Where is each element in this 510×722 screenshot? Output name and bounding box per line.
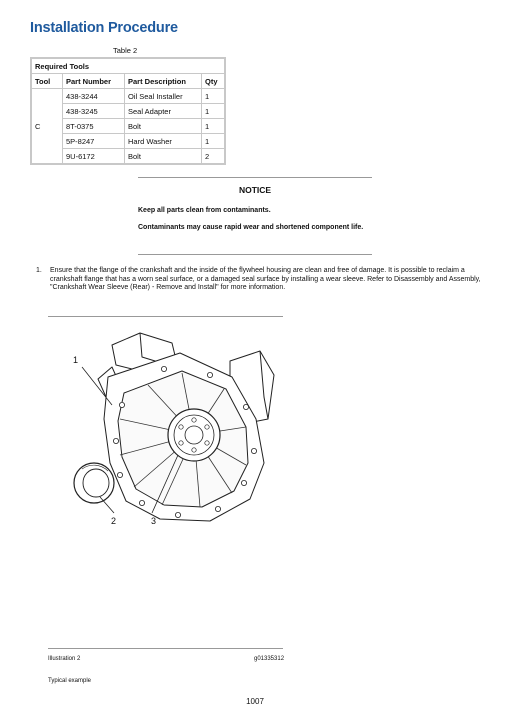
step-number: 1. — [36, 267, 42, 274]
qty-cell: 1 — [201, 133, 226, 149]
part-description-cell: Bolt — [124, 118, 202, 134]
part-number-cell: 438-3244 — [62, 88, 125, 104]
table-caption: Table 2 — [113, 46, 138, 55]
illustration-caption: Typical example — [48, 678, 92, 684]
part-description-cell: Hard Washer — [124, 133, 202, 149]
callout-1: 1 — [73, 355, 78, 365]
qty-cell: 1 — [201, 88, 226, 104]
callout-3: 3 — [151, 516, 156, 526]
table-row: 438-3245 Seal Adapter 1 — [31, 103, 226, 119]
illustration-label: Illustration 2 — [48, 656, 81, 662]
step-text: Ensure that the flange of the crankshaft… — [50, 267, 481, 292]
table-header-row: Tool Part Number Part Description Qty — [30, 73, 226, 89]
illustration-id: g01335312 — [254, 656, 285, 662]
table-row: 9U-6172 Bolt 2 — [31, 148, 226, 165]
notice-top-rule — [138, 177, 372, 178]
illustration-top-rule — [48, 316, 283, 317]
column-header-qty: Qty — [201, 73, 226, 89]
table-row: 5P-8247 Hard Washer 1 — [31, 133, 226, 149]
notice-title: NOTICE — [238, 185, 272, 195]
qty-cell: 2 — [201, 148, 226, 165]
required-tools-table: Required Tools Tool Part Number Part Des… — [30, 57, 226, 165]
part-number-cell: 8T-0375 — [62, 118, 125, 134]
notice-bottom-rule — [138, 254, 372, 255]
part-number-cell: 5P-8247 — [62, 133, 125, 149]
step-1: 1. Ensure that the flange of the cranksh… — [30, 267, 485, 293]
table-row: C 438-3244 Oil Seal Installer 1 — [30, 88, 226, 165]
part-description-cell: Bolt — [124, 148, 202, 165]
tool-letter-cell: C — [30, 88, 63, 165]
part-number-cell: 9U-6172 — [62, 148, 125, 165]
notice-line-1: Keep all parts clean from contaminants. — [138, 207, 271, 214]
table-heading-row: Required Tools — [30, 57, 226, 74]
flywheel-housing-illustration: 1 2 3 — [73, 332, 275, 526]
table-heading: Required Tools — [30, 57, 226, 74]
part-description-cell: Oil Seal Installer — [124, 88, 202, 104]
qty-cell: 1 — [201, 118, 226, 134]
column-header-part-description: Part Description — [124, 73, 202, 89]
part-number-cell: 438-3245 — [62, 103, 125, 119]
column-header-part-number: Part Number — [62, 73, 125, 89]
page-title: Installation Procedure — [30, 20, 178, 36]
callout-2: 2 — [111, 516, 116, 526]
table-row: 8T-0375 Bolt 1 — [31, 118, 226, 134]
qty-cell: 1 — [201, 103, 226, 119]
part-description-cell: Seal Adapter — [124, 103, 202, 119]
notice-line-2: Contaminants may cause rapid wear and sh… — [138, 224, 364, 231]
illustration-bottom-rule — [48, 648, 283, 649]
column-header-tool: Tool — [30, 73, 63, 89]
page-number: 1007 — [246, 697, 264, 706]
